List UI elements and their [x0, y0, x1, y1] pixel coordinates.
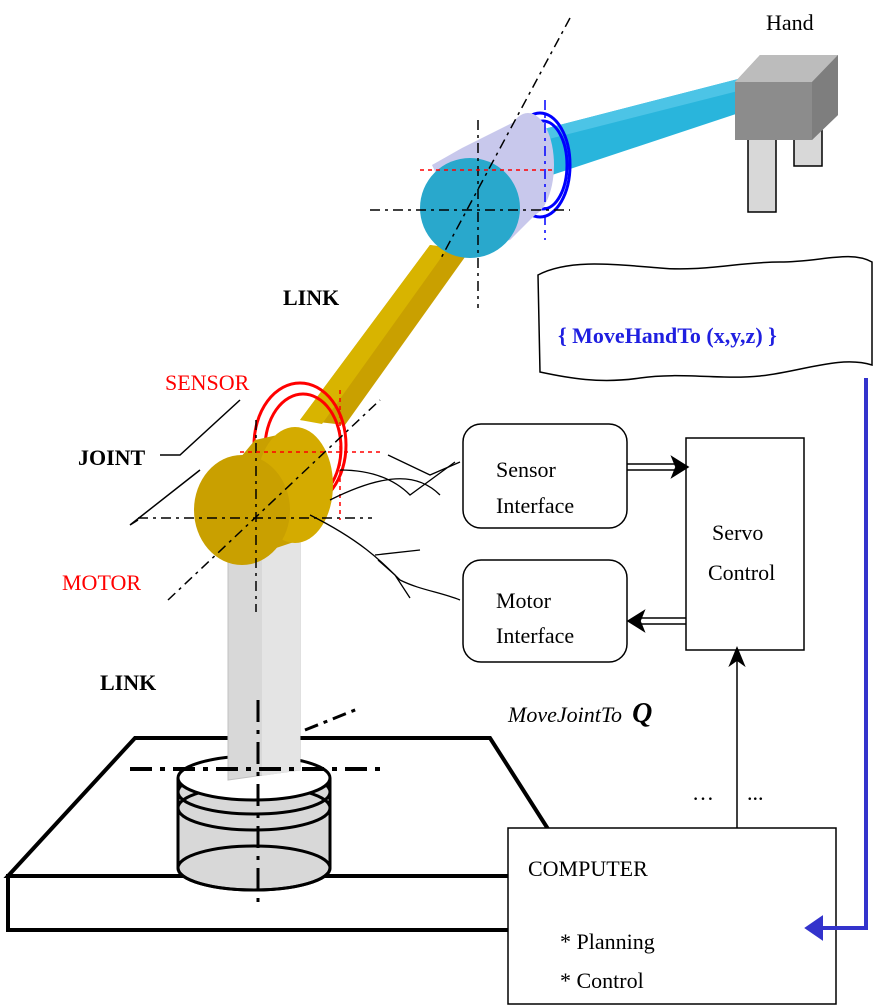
lower-link: [227, 529, 301, 781]
servo-to-motor-arrow: [626, 609, 686, 633]
joint-bracket: [129, 399, 241, 526]
sensor-to-servo-arrow: [627, 455, 690, 479]
command-arrow: [804, 378, 868, 941]
motor-label: MOTOR: [62, 570, 141, 595]
upper-link-label: LINK: [283, 285, 339, 310]
motor-interface-line1: Motor: [496, 588, 552, 613]
hand: [735, 55, 838, 213]
hand-label: Hand: [766, 10, 814, 35]
base-axis-lines: [130, 700, 385, 905]
sensor-label: SENSOR: [165, 370, 250, 395]
computer-box: [507, 827, 837, 1005]
servo-line1: Servo: [712, 520, 763, 545]
computer-to-servo-arrow: [728, 646, 746, 828]
command-text: { MoveHandTo (x,y,z) }: [558, 323, 777, 348]
move-joint-label: MoveJointTo Q: [507, 698, 652, 729]
move-joint-text: MoveJointTo: [507, 702, 622, 727]
servo-control-box: [685, 437, 805, 651]
computer-item-control: * Control: [560, 968, 644, 993]
joint-label: JOINT: [78, 445, 146, 470]
sensor-interface-line1: Sensor: [496, 457, 557, 482]
motor-interface-box: [462, 559, 628, 663]
servo-line2: Control: [708, 560, 775, 585]
sensor-interface-box: [462, 423, 628, 529]
wires: [309, 454, 461, 601]
computer-title: COMPUTER: [528, 856, 648, 881]
motor-interface-line2: Interface: [496, 623, 574, 648]
sensor-interface-line2: Interface: [496, 493, 574, 518]
lower-joint: [194, 381, 348, 565]
lower-link-label: LINK: [100, 670, 156, 695]
upper-link: [540, 78, 742, 175]
ellipsis-left: …: [692, 780, 714, 805]
ellipsis-right: ...: [747, 780, 764, 805]
computer-item-planning: * Planning: [560, 929, 655, 954]
upper-joint: [420, 111, 572, 258]
command-cloud: [537, 255, 873, 382]
joint-axis-lines: [138, 17, 571, 612]
move-joint-q: Q: [632, 698, 652, 729]
middle-link: [300, 245, 470, 425]
